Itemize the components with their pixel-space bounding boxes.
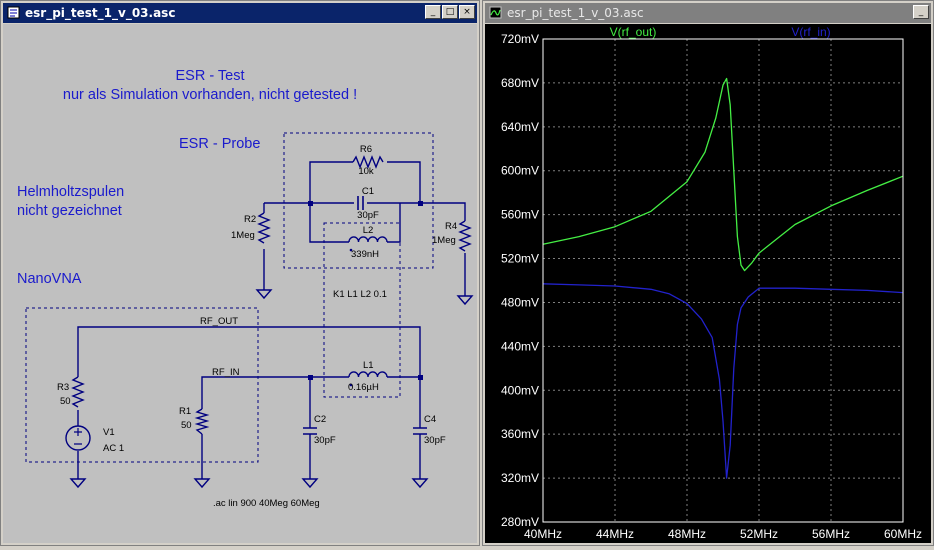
resistor-r2 <box>257 212 271 244</box>
net-label-rf-out: RF_OUT <box>200 316 238 327</box>
x-tick-label: 48MHz <box>668 527 706 541</box>
capacitor-c1 <box>357 196 364 210</box>
y-tick-label: 600mV <box>501 164 539 178</box>
r1-value: 50 <box>181 420 192 431</box>
waveform-minimize-button[interactable]: _ <box>913 5 929 19</box>
r3-value: 50 <box>60 396 71 407</box>
x-tick-label: 40MHz <box>524 527 562 541</box>
coupling-directive: K1 L1 L2 0.1 <box>333 289 387 300</box>
r1-name: R1 <box>179 406 191 417</box>
minimize-button[interactable]: _ <box>425 5 441 19</box>
l2-name: L2 <box>363 225 374 236</box>
v1-value: AC 1 <box>103 443 124 454</box>
label-nanovna: NanoVNA <box>17 271 82 287</box>
c2-name: C2 <box>314 414 326 425</box>
resistor-r3 <box>71 376 85 408</box>
resistor-r4 <box>458 220 472 252</box>
c1-name: C1 <box>362 186 374 197</box>
ground-icon <box>411 478 429 489</box>
r2-name: R2 <box>244 214 256 225</box>
y-tick-label: 520mV <box>501 252 539 266</box>
ac-directive: .ac lin 900 40Meg 60Meg <box>213 498 320 509</box>
label-helmholtz: Helmholtzspulen <box>17 184 124 200</box>
x-tick-label: 56MHz <box>812 527 850 541</box>
r6-name: R6 <box>360 144 372 155</box>
ground-icon <box>255 289 273 300</box>
schematic-file-icon <box>7 6 20 19</box>
inductor-l2 <box>348 236 388 243</box>
y-tick-label: 440mV <box>501 339 539 353</box>
heading-esr-test: ESR - Test <box>175 68 244 84</box>
y-tick-label: 640mV <box>501 120 539 134</box>
schematic-drawing: ESR - Test nur als Simulation vorhanden,… <box>17 68 474 509</box>
x-tick-label: 60MHz <box>884 527 922 541</box>
label-esr-probe: ESR - Probe <box>179 136 260 152</box>
waveform-window-title: esr_pi_test_1_v_03.asc <box>507 6 644 20</box>
y-tick-label: 680mV <box>501 76 539 90</box>
resistor-r6 <box>352 155 384 169</box>
ground-icon <box>69 478 87 489</box>
v1-name: V1 <box>103 427 115 438</box>
close-button[interactable]: × <box>459 5 475 19</box>
maximize-button[interactable]: □ <box>442 5 458 19</box>
ground-icon <box>193 478 211 489</box>
schematic-window-title: esr_pi_test_1_v_03.asc <box>25 6 176 20</box>
y-tick-label: 720mV <box>501 32 539 46</box>
nanovna-box <box>25 307 259 463</box>
r4-value: 1Meg <box>432 235 456 246</box>
ground-icon <box>456 295 474 306</box>
c1-value: 30pF <box>357 210 379 221</box>
l1-name: L1 <box>363 360 374 371</box>
c4-value: 30pF <box>424 435 446 446</box>
coupling-box <box>323 222 401 398</box>
x-tick-label: 44MHz <box>596 527 634 541</box>
label-not-drawn: nicht gezeichnet <box>17 203 122 219</box>
r3-name: R3 <box>57 382 69 393</box>
heading-simulation-note: nur als Simulation vorhanden, nicht gete… <box>63 87 357 103</box>
l1-value: 0.16µH <box>348 382 379 393</box>
plot-pane[interactable]: 720mV 680mV 640mV 600mV 560mV 520mV 480mV 440mV… <box>485 24 931 543</box>
legend-rf-out[interactable]: V(rf_out) <box>610 25 657 39</box>
ground-icon <box>301 478 319 489</box>
y-tick-label: 400mV <box>501 383 539 397</box>
r6-value: 10k <box>358 166 374 177</box>
voltage-source-v1 <box>65 425 91 451</box>
series-line-rf-in[interactable] <box>542 283 904 479</box>
r4-name: R4 <box>445 221 457 232</box>
capacitor-c2 <box>303 427 317 435</box>
c4-name: C4 <box>424 414 436 425</box>
r2-value: 1Meg <box>231 230 255 241</box>
inductor-l1 <box>348 371 388 378</box>
c2-value: 30pF <box>314 435 336 446</box>
y-tick-label: 320mV <box>501 471 539 485</box>
legend-rf-in[interactable]: V(rf_in) <box>791 25 830 39</box>
series-line-rf-out[interactable] <box>542 77 904 272</box>
y-tick-label: 360mV <box>501 427 539 441</box>
schematic-window[interactable]: esr_pi_test_1_v_03.asc _ □ × ESR - Test … <box>0 0 480 546</box>
waveform-window[interactable]: esr_pi_test_1_v_03.asc _ 720mV 680mV 640mV… <box>482 0 934 546</box>
schematic-titlebar[interactable]: esr_pi_test_1_v_03.asc _ □ × <box>3 3 477 23</box>
waveform-titlebar[interactable]: esr_pi_test_1_v_03.asc _ <box>485 3 931 23</box>
resistor-r1 <box>194 408 210 435</box>
capacitor-c4 <box>413 427 427 435</box>
schematic-canvas[interactable]: ESR - Test nur als Simulation vorhanden,… <box>3 24 477 543</box>
y-tick-label: 480mV <box>501 295 539 309</box>
waveform-plot[interactable]: 720mV 680mV 640mV 600mV 560mV 520mV 480mV 440mV… <box>485 24 931 543</box>
y-tick-label: 280mV <box>501 515 539 529</box>
x-tick-label: 52MHz <box>740 527 778 541</box>
y-tick-label: 560mV <box>501 208 539 222</box>
probe-box <box>283 132 434 269</box>
l2-value: 339nH <box>351 249 379 260</box>
plot-frame <box>542 38 904 523</box>
waveform-file-icon <box>489 6 502 19</box>
net-label-rf-in: RF_IN <box>212 367 240 378</box>
